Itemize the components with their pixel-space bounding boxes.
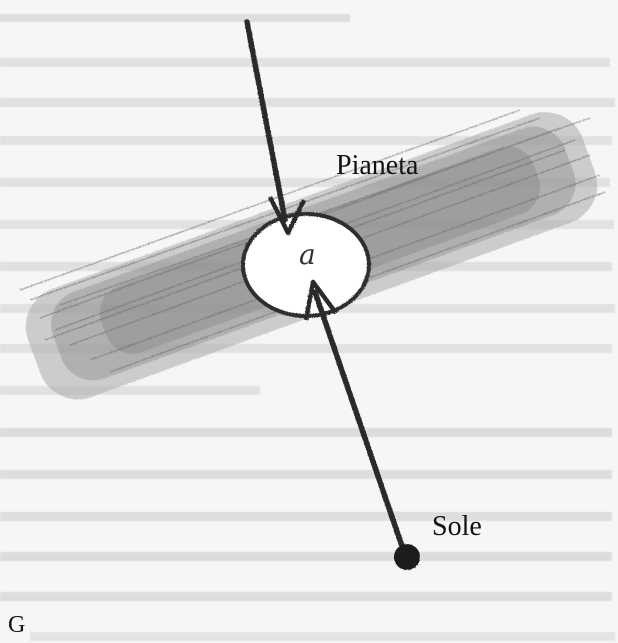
planet-center-label: a bbox=[299, 238, 316, 271]
arrow-in-from-top bbox=[244, 19, 307, 236]
planet-label: Pianeta bbox=[336, 150, 419, 181]
sun-dot bbox=[394, 544, 420, 570]
arrow-from-sun bbox=[303, 279, 408, 558]
figure-corner-label: G bbox=[8, 612, 26, 638]
sun-label: Sole bbox=[432, 511, 482, 542]
